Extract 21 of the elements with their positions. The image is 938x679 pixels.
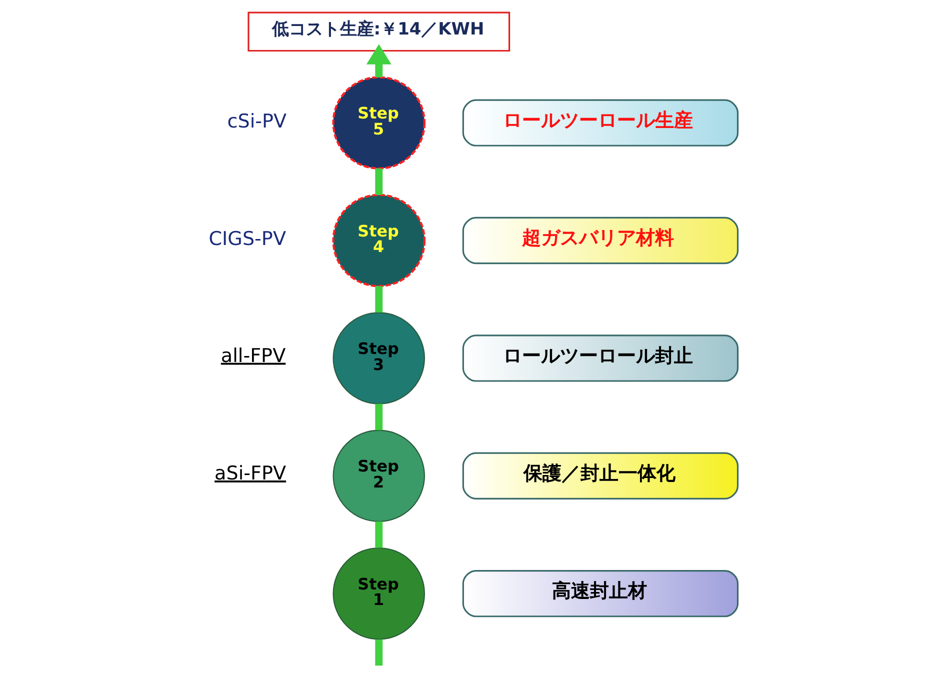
node-circle: Step 5 (332, 76, 426, 170)
node-label: all-FPV (220, 344, 286, 367)
connector (375, 286, 383, 312)
node-box: 高速封止材 (462, 570, 739, 618)
node-box: 低コスト生産:￥14／KWH (248, 12, 510, 52)
node-box: ロールツーロール封止 (462, 334, 739, 382)
node-box: 超ガスバリア材料 (462, 216, 739, 264)
node-box: ロールツーロール生産 (462, 99, 739, 146)
connector (375, 404, 383, 430)
node-circle: Step 2 (332, 430, 425, 522)
node-circle: Step 4 (332, 194, 426, 288)
connector (375, 639, 383, 666)
node-label: aSi-FPV (214, 462, 286, 484)
connector (375, 168, 383, 195)
arrow (366, 44, 392, 78)
node-label: CIGS-PV (208, 228, 286, 250)
node-circle: Step 1 (332, 547, 425, 640)
connector (375, 522, 383, 548)
node-box: 保護／封止一体化 (462, 452, 739, 500)
node-circle: Step 3 (332, 312, 425, 404)
node-label: cSi-PV (227, 110, 287, 133)
